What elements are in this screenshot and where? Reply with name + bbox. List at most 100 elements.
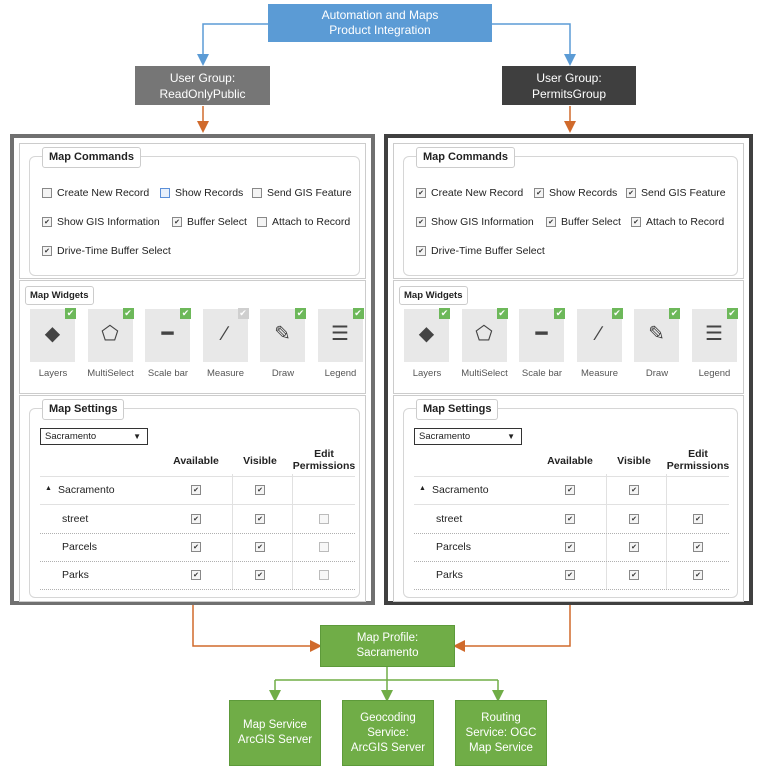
table-divider xyxy=(606,474,607,589)
command-option[interactable]: Buffer Select xyxy=(546,216,621,228)
integration-box: Automation and Maps Product Integration xyxy=(268,4,492,42)
command-option[interactable]: Send GIS Feature xyxy=(626,187,726,199)
row-visible-checkbox[interactable] xyxy=(255,542,265,552)
map-select-dropdown[interactable]: Sacramento▼ xyxy=(414,428,522,445)
command-checkbox[interactable] xyxy=(626,188,636,198)
row-visible-checkbox[interactable] xyxy=(255,570,265,580)
row-visible-checkbox[interactable] xyxy=(255,514,265,524)
command-option[interactable]: Show Records xyxy=(160,187,243,199)
command-option[interactable]: Drive-Time Buffer Select xyxy=(416,245,545,257)
tree-expand-icon[interactable]: ▲ xyxy=(45,485,52,492)
widget-enabled-check-icon[interactable]: ✔ xyxy=(122,308,134,319)
row-edit-checkbox[interactable] xyxy=(693,570,703,580)
widget-enabled-check-icon[interactable]: ✔ xyxy=(726,308,738,319)
widget-tile-layers[interactable]: ◆✔ xyxy=(404,308,450,362)
command-option[interactable]: Create New Record xyxy=(416,187,523,199)
widget-tile-scale-bar[interactable]: ━✔ xyxy=(519,308,565,362)
command-checkbox[interactable] xyxy=(534,188,544,198)
command-checkbox[interactable] xyxy=(416,246,426,256)
command-option[interactable]: Attach to Record xyxy=(257,216,350,228)
widget-tile-multiselect[interactable]: ⬠✔ xyxy=(87,308,134,362)
map-select-dropdown[interactable]: Sacramento▼ xyxy=(40,428,148,445)
row-edit-checkbox[interactable] xyxy=(319,514,329,524)
tree-expand-icon[interactable]: ▲ xyxy=(419,485,426,492)
command-option[interactable]: Attach to Record xyxy=(631,216,724,228)
group-label: User Group: xyxy=(169,70,236,85)
row-available-checkbox[interactable] xyxy=(191,570,201,580)
widget-tile-measure[interactable]: ∕✔ xyxy=(202,308,249,362)
command-option[interactable]: Buffer Select xyxy=(172,216,247,228)
row-divider xyxy=(40,504,355,505)
map-select-value: Sacramento xyxy=(419,431,471,442)
command-option[interactable]: Send GIS Feature xyxy=(252,187,352,199)
map-commands-title: Map Commands xyxy=(42,147,141,168)
row-visible-checkbox[interactable] xyxy=(629,514,639,524)
command-checkbox[interactable] xyxy=(416,188,426,198)
row-label: Parcels xyxy=(436,541,472,553)
command-checkbox[interactable] xyxy=(42,188,52,198)
widget-tile-measure[interactable]: ∕✔ xyxy=(576,308,623,362)
command-checkbox[interactable] xyxy=(252,188,262,198)
widget-enabled-check-icon[interactable]: ✔ xyxy=(439,308,450,319)
widget-tile-legend[interactable]: ☰✔ xyxy=(317,308,364,362)
command-option[interactable]: Create New Record xyxy=(42,187,149,199)
command-checkbox[interactable] xyxy=(546,217,556,227)
row-available-checkbox[interactable] xyxy=(565,570,575,580)
command-option[interactable]: Show Records xyxy=(534,187,617,199)
row-divider xyxy=(414,589,729,590)
widget-tile-scale-bar[interactable]: ━✔ xyxy=(145,308,191,362)
column-header: Edit Permissions xyxy=(666,448,730,472)
command-checkbox[interactable] xyxy=(42,246,52,256)
row-visible-checkbox[interactable] xyxy=(629,485,639,495)
group-name: ReadOnlyPublic xyxy=(159,86,246,101)
command-option[interactable]: Drive-Time Buffer Select xyxy=(42,245,171,257)
command-label: Send GIS Feature xyxy=(267,187,352,199)
row-visible-checkbox[interactable] xyxy=(255,485,265,495)
widget-enabled-check-icon[interactable]: ✔ xyxy=(65,308,76,319)
row-available-checkbox[interactable] xyxy=(191,485,201,495)
command-option[interactable]: Show GIS Information xyxy=(416,216,534,228)
row-available-checkbox[interactable] xyxy=(191,542,201,552)
widget-enabled-check-icon[interactable]: ✔ xyxy=(295,308,306,319)
row-available-checkbox[interactable] xyxy=(191,514,201,524)
row-visible-checkbox[interactable] xyxy=(629,542,639,552)
row-available-checkbox[interactable] xyxy=(565,542,575,552)
widget-enabled-check-icon[interactable]: ✔ xyxy=(554,308,565,319)
draw-icon: ✎ xyxy=(648,323,665,345)
widget-tile-legend[interactable]: ☰✔ xyxy=(691,308,738,362)
widget-tile-multiselect[interactable]: ⬠✔ xyxy=(461,308,508,362)
widget-tile-layers[interactable]: ◆✔ xyxy=(30,308,76,362)
widget-tile-draw[interactable]: ✎✔ xyxy=(634,308,680,362)
widget-enabled-check-icon[interactable]: ✔ xyxy=(669,308,680,319)
row-edit-checkbox[interactable] xyxy=(693,542,703,552)
row-edit-checkbox[interactable] xyxy=(319,570,329,580)
row-edit-checkbox[interactable] xyxy=(319,542,329,552)
column-header: Visible xyxy=(243,455,277,467)
command-option[interactable]: Show GIS Information xyxy=(42,216,160,228)
command-checkbox[interactable] xyxy=(631,217,641,227)
widget-enabled-check-icon[interactable]: ✔ xyxy=(237,308,249,319)
row-available-checkbox[interactable] xyxy=(565,485,575,495)
command-checkbox[interactable] xyxy=(42,217,52,227)
column-header: Available xyxy=(173,455,219,467)
row-edit-checkbox[interactable] xyxy=(693,514,703,524)
table-divider xyxy=(666,474,667,589)
command-checkbox[interactable] xyxy=(257,217,267,227)
legend-icon: ☰ xyxy=(705,323,723,345)
widget-enabled-check-icon[interactable]: ✔ xyxy=(496,308,508,319)
row-label: street xyxy=(62,513,89,525)
widget-enabled-check-icon[interactable]: ✔ xyxy=(352,308,364,319)
profile-label: Map Profile: xyxy=(356,632,419,644)
row-visible-checkbox[interactable] xyxy=(629,570,639,580)
widget-tile-draw[interactable]: ✎✔ xyxy=(260,308,306,362)
command-label: Attach to Record xyxy=(646,216,725,228)
widget-label: Legend xyxy=(324,368,357,379)
command-checkbox[interactable] xyxy=(160,188,170,198)
widget-enabled-check-icon[interactable]: ✔ xyxy=(611,308,623,319)
widget-enabled-check-icon[interactable]: ✔ xyxy=(180,308,191,319)
row-available-checkbox[interactable] xyxy=(565,514,575,524)
command-checkbox[interactable] xyxy=(416,217,426,227)
command-checkbox[interactable] xyxy=(172,217,182,227)
map-commands-card xyxy=(29,156,360,276)
